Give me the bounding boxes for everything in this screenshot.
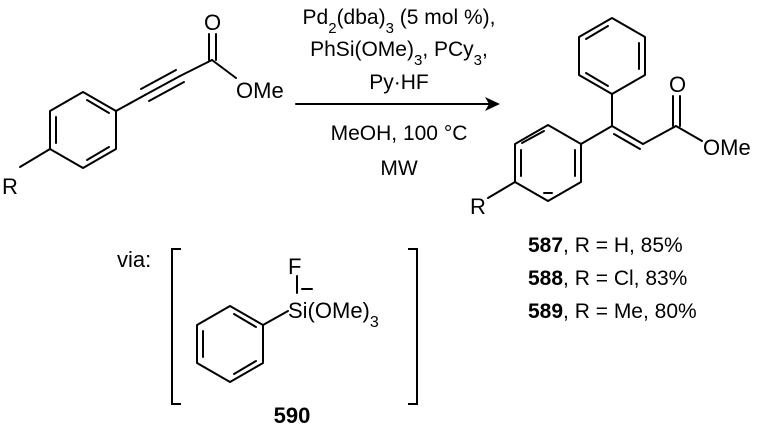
intermediate-ring-double-bond [233,313,257,328]
reactant-benzene-ring [49,91,117,169]
conditions-additive-line: Py·HF [369,71,429,94]
intermediate-ring-silicon-bond [262,310,289,326]
product-structure: O OMe R [470,17,751,219]
product-alkene-double-bond [613,133,641,150]
reactant-r-bond [19,148,51,168]
product-phenyl-double-bond [585,72,609,87]
intermediate-ring-double-bond [233,360,257,375]
conditions-catalyst-line: Pd2(dba)3 (5 mol %), [303,6,496,37]
result-compound-number: 588 [528,267,563,290]
conditions-microwave-line: MW [380,157,417,180]
intermediate-fluorine-label: F [288,254,301,279]
product-alkene-carbonyl-bond [642,125,677,145]
reactant-ester-bond [211,59,237,79]
reactant-triple-bond [148,81,185,102]
reactant-ring-alkyne-bond [115,94,146,112]
reactant-substituent-label: R [2,174,18,199]
product-alkene-aryl-bond [580,125,613,145]
reactant-structure: O OMe R [2,10,284,199]
product-ester-label: OMe [703,135,751,160]
reactant-triple-bond [144,75,181,96]
reactant-ring-double-bond [86,99,110,114]
product-substituent-label: R [470,194,486,219]
product-ester-bond [675,125,703,142]
intermediate-structure: via: F Si(OMe)3 590 [117,247,418,428]
product-carbonyl-oxygen: O [669,72,686,97]
result-row: 588, R = Cl, 83% [528,267,687,290]
intermediate-compound-number: 590 [274,403,311,428]
result-compound-number: 587 [528,234,563,257]
reaction-conditions: Pd2(dba)3 (5 mol %), PhSi(OMe)3, PCy3, P… [295,6,500,180]
reactant-ester-label: OMe [236,78,284,103]
results-list: 587, R = H, 85% 588, R = Cl, 83% 589, R … [528,234,697,323]
reactant-triple-bond [140,69,177,90]
product-alkene-double-bond [611,125,644,145]
result-row: 589, R = Me, 80% [528,300,697,323]
right-bracket [408,248,418,405]
reaction-arrow-head [485,97,500,111]
product-phenyl-double-bond [585,25,609,40]
result-compound-number: 589 [528,300,563,323]
reactant-carbonyl-oxygen: O [204,10,221,35]
product-phenyl-ring [578,17,646,95]
left-bracket [171,248,181,405]
intermediate-prefix: via: [117,247,151,272]
conditions-reagents-line: PhSi(OMe)3, PCy3, [310,38,488,69]
result-row: 587, R = H, 85% [528,234,683,257]
intermediate-silicon-label: Si(OMe)3 [288,298,379,331]
reactant-ring-double-bond [86,146,110,161]
conditions-solvent-temperature-line: MeOH, 100 °C [331,122,468,145]
reactant-alkyne-carbonyl-bond [179,59,213,77]
product-aryl-ring [514,124,582,202]
intermediate-phenyl-ring [196,305,264,383]
product-r-bond [487,181,516,199]
product-aryl-double-bond [521,130,545,144]
